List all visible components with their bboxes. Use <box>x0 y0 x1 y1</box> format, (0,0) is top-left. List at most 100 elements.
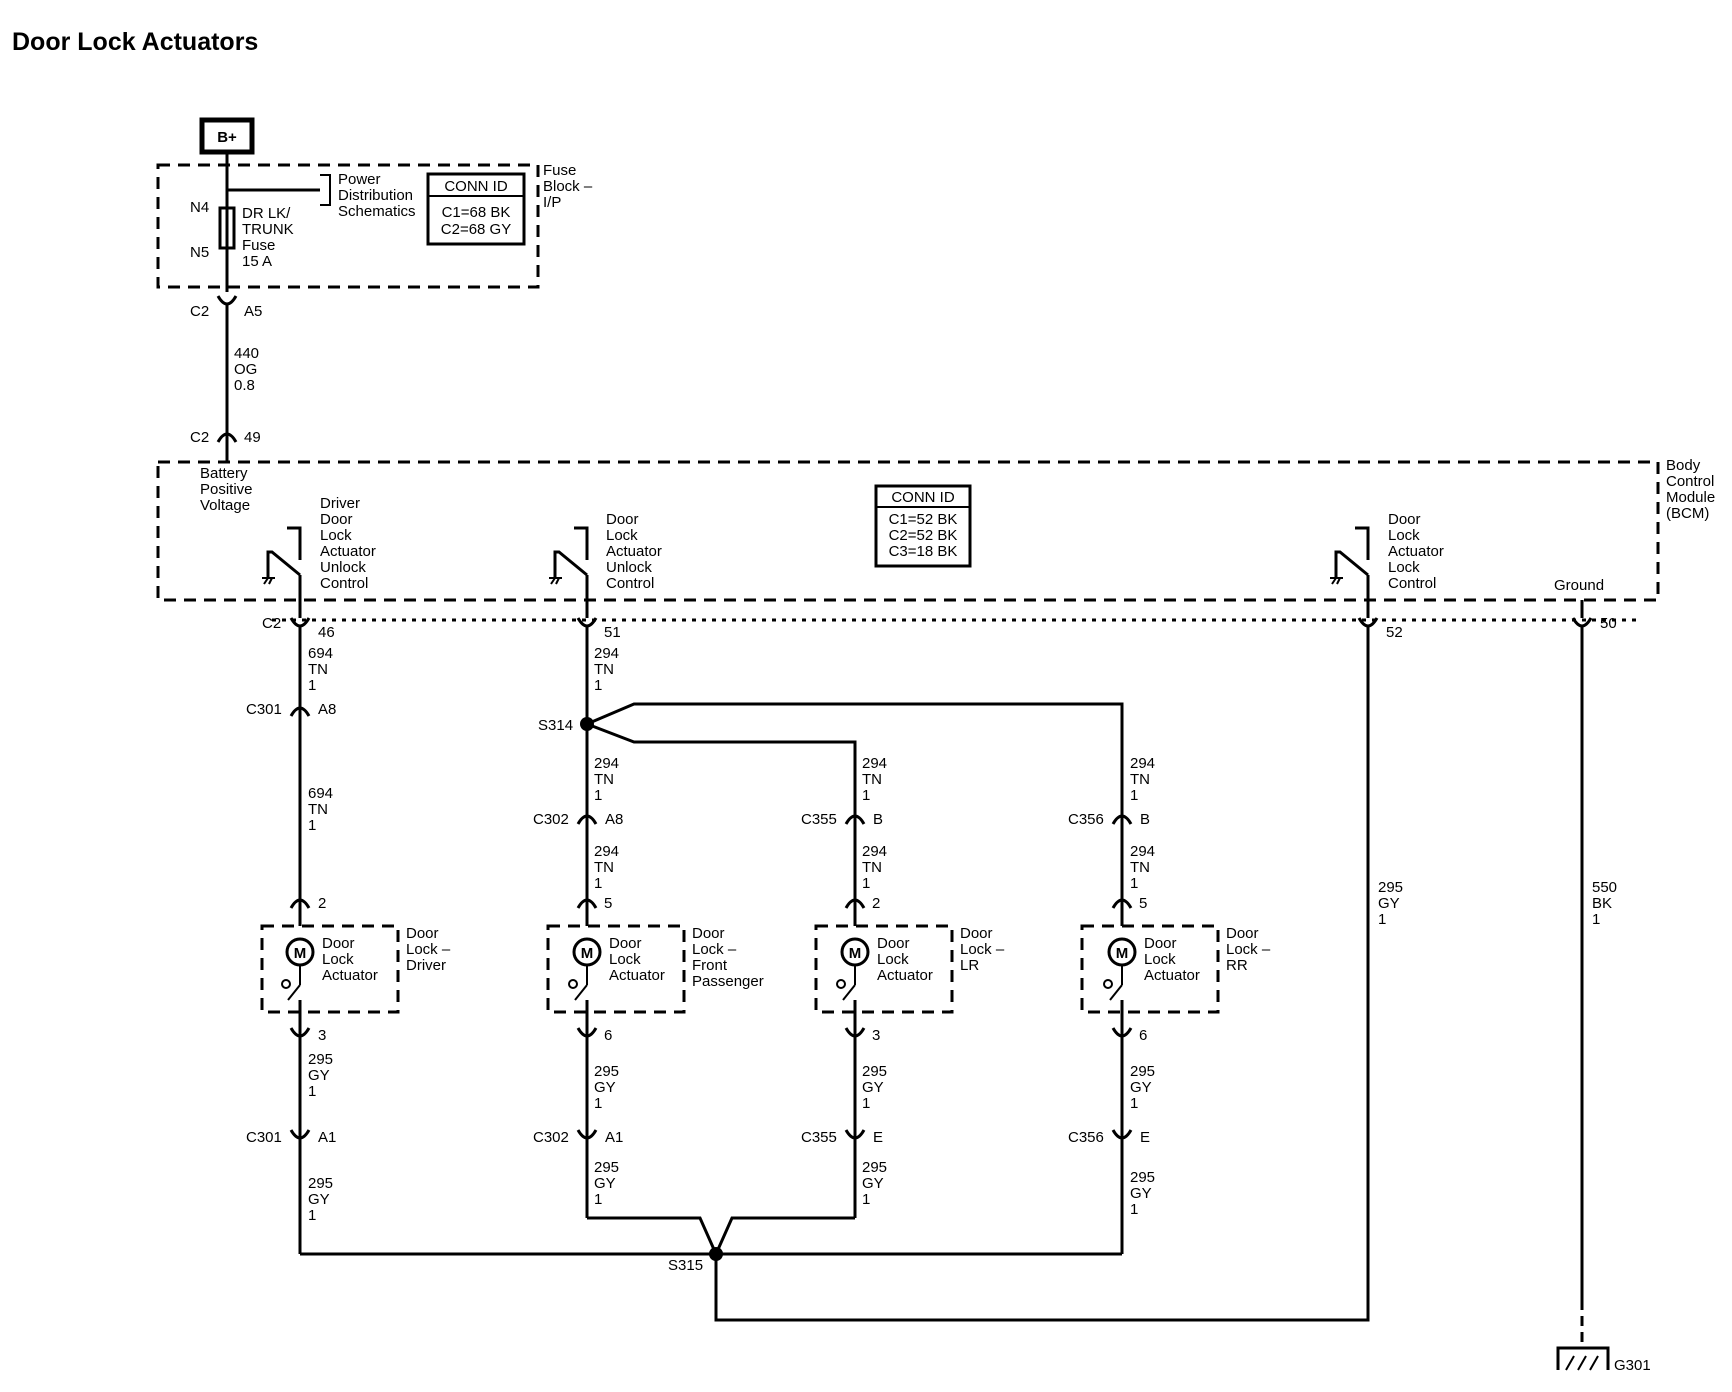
fuse-block-boundary <box>156 163 540 289</box>
svg-text:GY: GY <box>862 1175 884 1192</box>
bcm-conn-id-table: CONN ID C1=52 BK C2=52 BK C3=18 BK <box>874 484 972 568</box>
svg-text:C3=18 BK: C3=18 BK <box>889 543 958 560</box>
svg-text:Control: Control <box>606 575 654 592</box>
connector-c2-a5: C2 A5 <box>190 295 262 440</box>
svg-text:RR: RR <box>1226 957 1248 974</box>
svg-text:E: E <box>1140 1129 1150 1146</box>
wire-550-label: 550 BK 1 <box>1592 879 1617 928</box>
svg-text:C302: C302 <box>533 1129 569 1146</box>
svg-text:440: 440 <box>234 345 259 362</box>
svg-text:Door: Door <box>692 925 725 942</box>
pin-n4: N4 <box>190 199 209 216</box>
motor-icon: M <box>294 945 307 962</box>
svg-text:B: B <box>1140 811 1150 828</box>
motor-icon: M <box>1116 945 1129 962</box>
svg-text:Lock: Lock <box>609 951 641 968</box>
svg-text:Door: Door <box>606 511 639 528</box>
svg-text:GY: GY <box>1130 1079 1152 1096</box>
svg-text:TN: TN <box>594 771 614 788</box>
svg-text:B: B <box>873 811 883 828</box>
svg-text:Actuator: Actuator <box>606 543 662 560</box>
svg-text:Positive: Positive <box>200 481 253 498</box>
fp-return-wire <box>587 1216 718 1255</box>
svg-text:1: 1 <box>862 1095 870 1112</box>
svg-text:Door: Door <box>320 511 353 528</box>
bcm-c2-label: C2 <box>262 615 281 632</box>
svg-text:E: E <box>873 1129 883 1146</box>
svg-text:A1: A1 <box>318 1129 336 1146</box>
svg-text:Lock: Lock <box>606 527 638 544</box>
svg-text:C301: C301 <box>246 701 282 718</box>
svg-text:295: 295 <box>1130 1169 1155 1186</box>
svg-text:1: 1 <box>1130 1201 1138 1218</box>
bcm-name: Body Control Module (BCM) <box>1666 457 1715 522</box>
actuator-front-passenger: 5 M Door Lock Actuator Door Lock – Front… <box>546 895 764 1044</box>
svg-text:294: 294 <box>862 843 887 860</box>
unlock-switch <box>549 526 589 618</box>
svg-text:Block –: Block – <box>543 178 593 195</box>
svg-text:GY: GY <box>1130 1185 1152 1202</box>
svg-text:1: 1 <box>308 817 316 834</box>
bottom-inline-connectors: C301 A1 C302 A1 C355 E C356 E <box>246 1129 1150 1146</box>
svg-text:C301: C301 <box>246 1129 282 1146</box>
svg-text:C302: C302 <box>533 811 569 828</box>
svg-text:Voltage: Voltage <box>200 497 250 514</box>
svg-text:BK: BK <box>1592 895 1612 912</box>
fuse-block-conn-id-table: CONN ID C1=68 BK C2=68 GY <box>426 172 526 246</box>
svg-text:Body: Body <box>1666 457 1701 474</box>
svg-text:694: 694 <box>308 785 333 802</box>
svg-text:295: 295 <box>308 1051 333 1068</box>
svg-text:Door: Door <box>406 925 439 942</box>
svg-text:1: 1 <box>1592 911 1600 928</box>
svg-text:1: 1 <box>594 875 602 892</box>
svg-text:1: 1 <box>308 677 316 694</box>
actuator-rr: 5 M Door Lock Actuator Door Lock – RR 6 <box>1080 895 1271 1044</box>
svg-text:295: 295 <box>308 1175 333 1192</box>
splice-s314-label: S314 <box>538 717 573 734</box>
svg-text:Actuator: Actuator <box>1144 967 1200 984</box>
svg-text:TN: TN <box>862 771 882 788</box>
svg-text:15 A: 15 A <box>242 253 272 270</box>
svg-text:0.8: 0.8 <box>234 377 255 394</box>
bcm-ground-label: Ground <box>1554 577 1604 594</box>
svg-text:1: 1 <box>594 677 602 694</box>
svg-text:C2=68 GY: C2=68 GY <box>441 221 511 238</box>
svg-text:Lock: Lock <box>322 951 354 968</box>
svg-text:GY: GY <box>594 1175 616 1192</box>
svg-text:1: 1 <box>594 1191 602 1208</box>
motor-icon: M <box>581 945 594 962</box>
svg-text:Fuse: Fuse <box>242 237 275 254</box>
svg-text:Actuator: Actuator <box>609 967 665 984</box>
svg-text:5: 5 <box>604 895 612 912</box>
svg-text:294: 294 <box>862 755 887 772</box>
ground-g301-label: G301 <box>1614 1357 1651 1374</box>
svg-text:Lock –: Lock – <box>1226 941 1271 958</box>
battery-positive-voltage-label: Battery Positive Voltage <box>200 465 253 514</box>
actuator-lr: 2 M Door Lock Actuator Door Lock – LR 3 <box>814 895 1005 1044</box>
svg-text:295: 295 <box>1130 1063 1155 1080</box>
svg-text:C2: C2 <box>190 303 209 320</box>
svg-text:51: 51 <box>604 624 621 641</box>
power-distribution-ref: Power Distribution Schematics <box>338 171 416 220</box>
svg-text:Door: Door <box>877 935 910 952</box>
svg-text:C356: C356 <box>1068 811 1104 828</box>
splice-s315-label: S315 <box>668 1257 703 1274</box>
svg-text:OG: OG <box>234 361 257 378</box>
svg-text:1: 1 <box>1130 787 1138 804</box>
svg-text:TN: TN <box>308 661 328 678</box>
svg-text:Lock: Lock <box>320 527 352 544</box>
svg-text:TRUNK: TRUNK <box>242 221 294 238</box>
driver-unlock-switch <box>262 526 302 618</box>
svg-text:CONN ID: CONN ID <box>444 178 508 195</box>
svg-text:6: 6 <box>1139 1027 1147 1044</box>
svg-text:GY: GY <box>594 1079 616 1096</box>
svg-text:A8: A8 <box>605 811 623 828</box>
bcm-boundary <box>156 460 1660 602</box>
svg-text:Actuator: Actuator <box>877 967 933 984</box>
svg-text:50: 50 <box>1600 615 1617 632</box>
svg-text:A8: A8 <box>318 701 336 718</box>
svg-text:C2=52 BK: C2=52 BK <box>889 527 958 544</box>
svg-text:Actuator: Actuator <box>322 967 378 984</box>
svg-text:C355: C355 <box>801 1129 837 1146</box>
svg-text:C355: C355 <box>801 811 837 828</box>
